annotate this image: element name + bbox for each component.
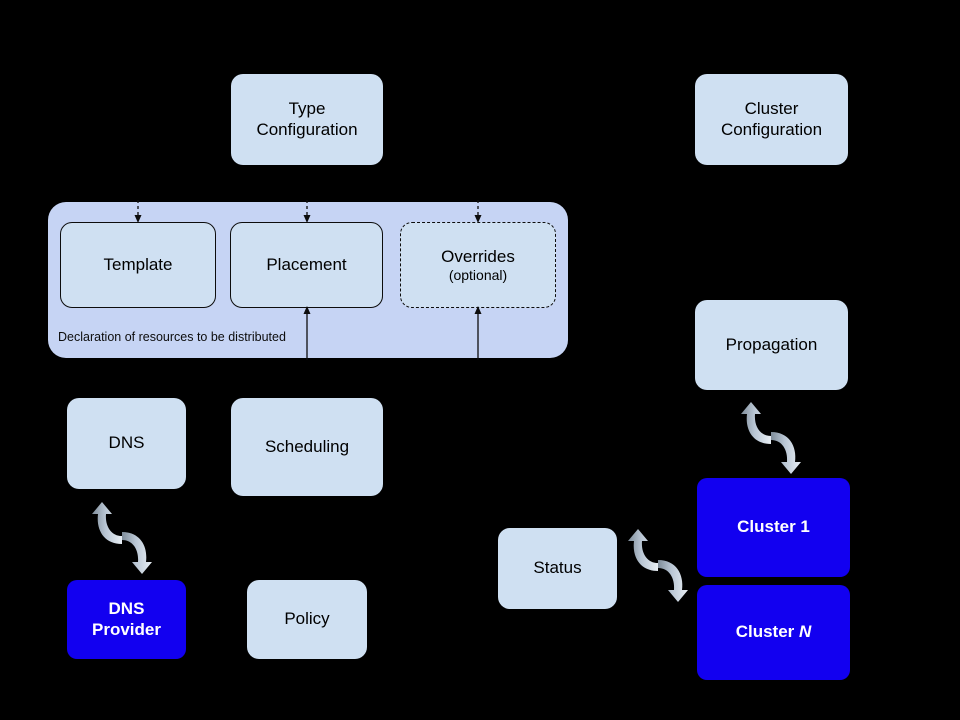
- node-cluster-1-suffix: 1: [800, 517, 810, 537]
- node-template[interactable]: Template: [60, 222, 216, 308]
- connector-type-config-to-placement: [299, 200, 315, 226]
- node-placement[interactable]: Placement: [230, 222, 383, 308]
- node-type-configuration[interactable]: Type Configuration: [231, 74, 383, 165]
- connector-type-config-to-template: [130, 200, 146, 226]
- node-dns-provider[interactable]: DNS Provider: [67, 580, 186, 659]
- node-cluster-n-label: Cluster N: [736, 622, 812, 642]
- node-dns-label: DNS: [108, 433, 145, 453]
- node-type-configuration-label: Type Configuration: [256, 99, 358, 139]
- node-scheduling-label: Scheduling: [264, 436, 350, 456]
- node-cluster-1[interactable]: Cluster 1: [697, 478, 850, 577]
- connector-type-config-to-overrides: [470, 200, 486, 226]
- panel-caption: Declaration of resources to be distribut…: [58, 330, 286, 344]
- sync-arrows-icon: [88, 498, 156, 578]
- node-placement-label: Placement: [266, 254, 347, 274]
- sync-arrows-icon: [624, 523, 692, 611]
- node-overrides-label: Overrides: [441, 246, 515, 266]
- connector-scheduling-to-placement: [299, 305, 315, 360]
- connector-policy-to-overrides: [470, 305, 486, 360]
- node-cluster-n[interactable]: Cluster N: [697, 585, 850, 680]
- node-dns[interactable]: DNS: [67, 398, 186, 489]
- node-cluster-1-prefix: Cluster: [737, 517, 801, 537]
- node-overrides[interactable]: Overrides (optional): [400, 222, 556, 308]
- node-cluster-configuration[interactable]: Cluster Configuration: [695, 74, 848, 165]
- node-cluster-configuration-label: Cluster Configuration: [720, 99, 823, 139]
- node-cluster-1-label: Cluster 1: [737, 517, 810, 537]
- node-overrides-sublabel: (optional): [448, 266, 508, 283]
- node-status[interactable]: Status: [498, 528, 617, 609]
- node-scheduling[interactable]: Scheduling: [231, 398, 383, 496]
- node-propagation-label: Propagation: [725, 334, 818, 354]
- node-policy[interactable]: Policy: [247, 580, 367, 659]
- node-cluster-n-suffix: N: [799, 622, 812, 642]
- sync-arrows-icon: [737, 398, 805, 478]
- node-cluster-n-prefix: Cluster: [735, 622, 799, 642]
- node-template-label: Template: [103, 254, 173, 274]
- node-dns-provider-label: DNS Provider: [92, 599, 161, 639]
- node-policy-label: Policy: [284, 609, 330, 629]
- node-propagation[interactable]: Propagation: [695, 300, 848, 390]
- node-status-label: Status: [533, 558, 582, 578]
